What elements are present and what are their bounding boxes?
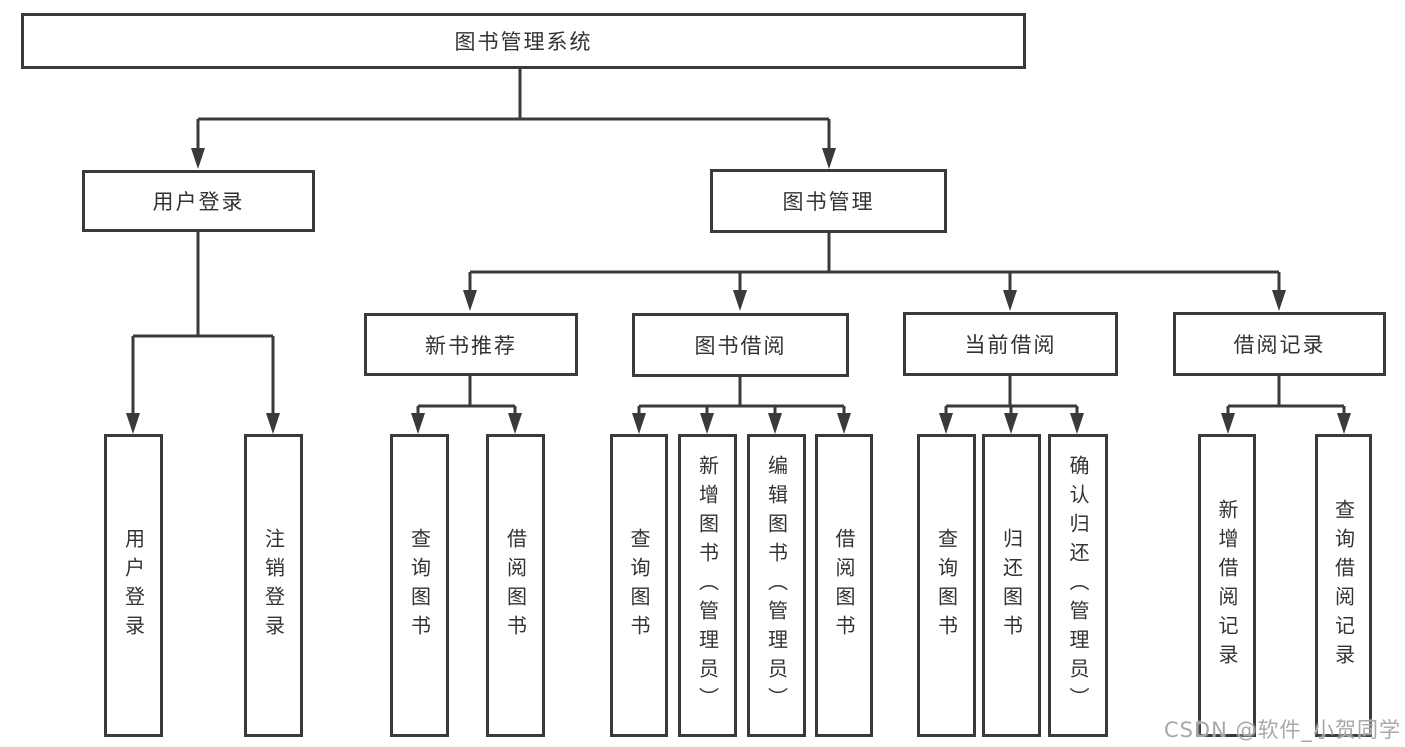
leaf-query-borrow-record: 查询借阅记录 <box>1315 434 1372 737</box>
leaf-logout: 注销登录 <box>244 434 303 737</box>
csdn-watermark: CSDN @软件_小贺同学 <box>1163 718 1401 742</box>
arrow-down-icon <box>191 148 205 169</box>
arrow-down-icon <box>463 290 477 311</box>
node-label: 注销登录 <box>261 527 286 644</box>
node-label: 图书借阅 <box>694 334 787 358</box>
arrow-down-icon <box>700 413 714 434</box>
leaf-add-borrow-record: 新增借阅记录 <box>1198 434 1256 737</box>
node-label: 当前借阅 <box>964 333 1057 357</box>
node-label: 借阅记录 <box>1233 333 1326 357</box>
arrow-down-icon <box>266 413 280 434</box>
arrow-down-icon <box>632 413 646 434</box>
arrow-down-icon <box>1004 413 1018 434</box>
node-label: 图书管理 <box>782 190 875 214</box>
leaf-confirm-return-admin: 确认归还（管理员） <box>1048 434 1108 737</box>
node-label: 查询图书 <box>407 527 432 644</box>
node-label: 查询图书 <box>627 527 651 644</box>
arrow-down-icon <box>508 413 522 434</box>
arrow-down-icon <box>768 413 782 434</box>
node-label: 新增借阅记录 <box>1215 498 1239 673</box>
arrow-down-icon <box>1337 413 1351 434</box>
leaf-edit-books-admin: 编辑图书（管理员） <box>747 434 806 737</box>
leaf-return-books: 归还图书 <box>982 434 1041 737</box>
arrow-down-icon <box>1221 413 1235 434</box>
node-label: 确认归还（管理员） <box>1066 455 1090 716</box>
node-label: 查询图书 <box>934 527 959 644</box>
leaf-borrow-books-recommend: 借阅图书 <box>486 434 545 737</box>
node-current-borrow: 当前借阅 <box>903 312 1118 376</box>
node-root-system: 图书管理系统 <box>21 13 1026 69</box>
leaf-borrow-books: 借阅图书 <box>815 434 873 737</box>
arrow-down-icon <box>411 413 425 434</box>
node-label: 图书管理系统 <box>454 30 593 54</box>
arrow-down-icon <box>126 413 140 434</box>
node-book-management: 图书管理 <box>710 169 947 233</box>
leaf-query-books-current: 查询图书 <box>917 434 976 737</box>
node-label: 编辑图书（管理员） <box>764 455 789 716</box>
node-label: 借阅图书 <box>832 527 856 644</box>
arrow-down-icon <box>939 413 953 434</box>
arrow-down-icon <box>837 413 851 434</box>
arrow-down-icon <box>1003 290 1017 311</box>
node-label: 借阅图书 <box>503 527 528 644</box>
connector-path <box>131 68 1346 417</box>
arrowheads <box>126 148 1351 434</box>
node-label: 新书推荐 <box>425 333 517 358</box>
arrow-down-icon <box>1272 290 1286 311</box>
node-book-borrow: 图书借阅 <box>632 313 849 377</box>
node-label: 用户登录 <box>152 190 245 214</box>
node-label: 查询借阅记录 <box>1331 498 1356 673</box>
node-label: 新增图书（管理员） <box>695 455 720 716</box>
node-new-book-recommend: 新书推荐 <box>364 313 578 376</box>
node-user-login-module: 用户登录 <box>82 170 315 232</box>
node-label: 归还图书 <box>999 527 1024 644</box>
arrow-down-icon <box>822 148 836 169</box>
node-borrow-records: 借阅记录 <box>1173 312 1386 376</box>
leaf-user-login: 用户登录 <box>104 434 163 737</box>
node-label: 用户登录 <box>121 527 146 644</box>
leaf-add-books-admin: 新增图书（管理员） <box>678 434 737 737</box>
leaf-query-books-recommend: 查询图书 <box>390 434 449 737</box>
arrow-down-icon <box>733 290 747 311</box>
arrow-down-icon <box>1070 413 1084 434</box>
leaf-query-books-borrow: 查询图书 <box>610 434 668 737</box>
